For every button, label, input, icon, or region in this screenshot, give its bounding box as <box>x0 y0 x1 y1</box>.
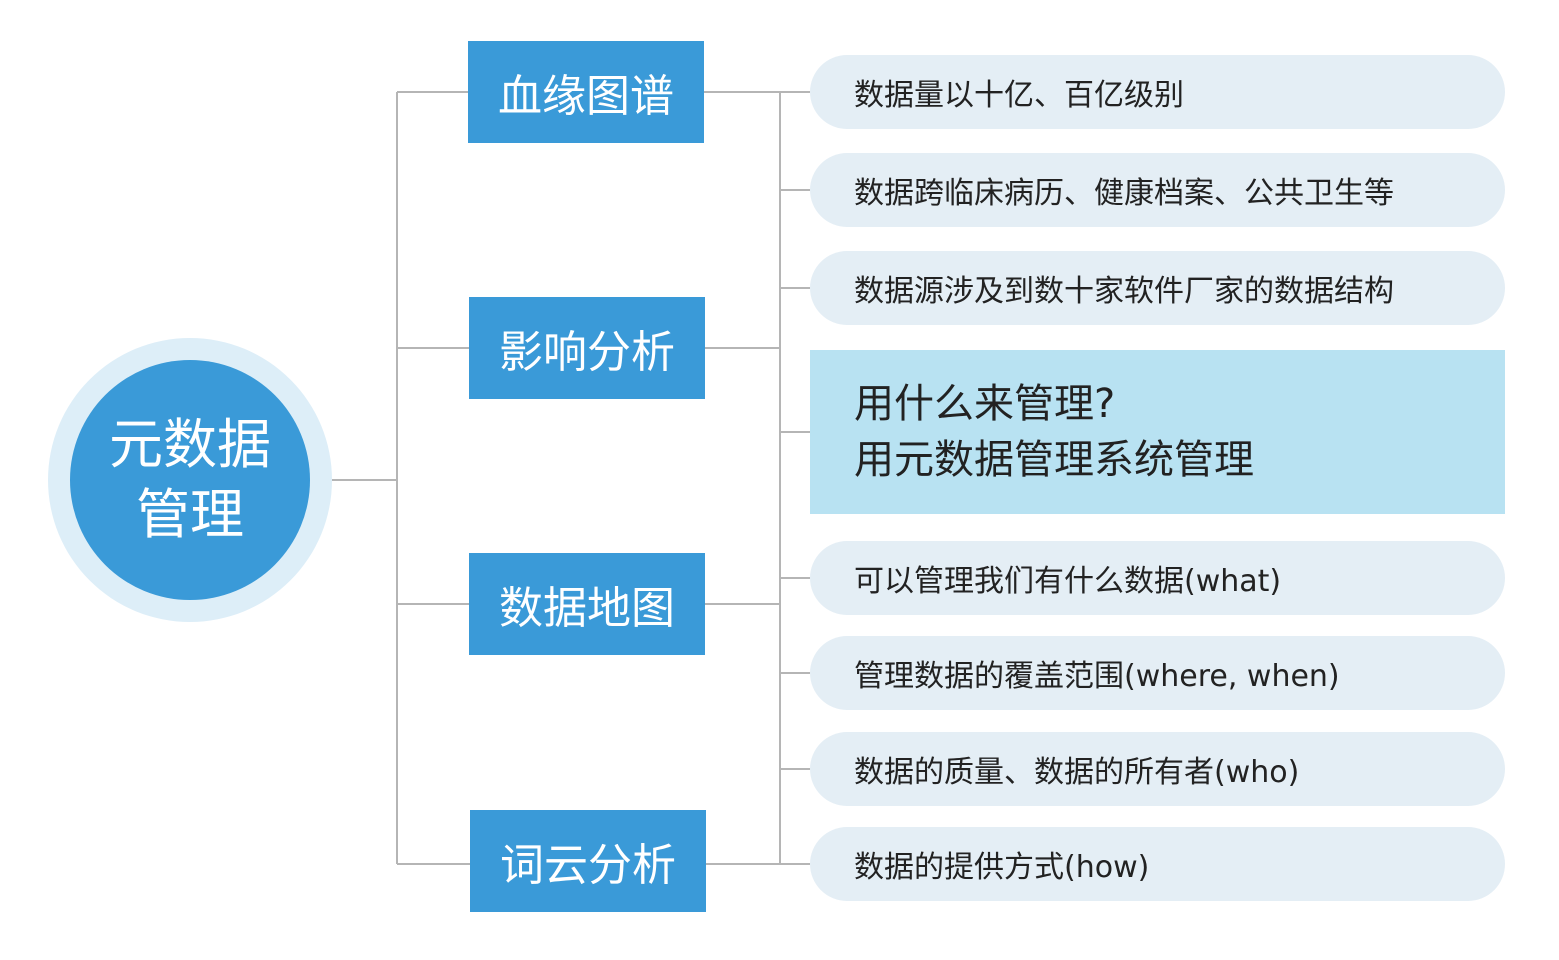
leaf-vendor-structures: 数据源涉及到数十家软件厂家的数据结构 <box>810 251 1505 325</box>
leaf-text: 管理数据的覆盖范围(where, when) <box>854 659 1340 694</box>
root-label-line2: 管理 <box>136 483 244 546</box>
leaf-text: 数据的质量、数据的所有者(who) <box>854 755 1300 790</box>
highlight-line1: 用什么来管理? <box>854 381 1116 427</box>
branch-label: 影响分析 <box>499 327 675 378</box>
root-node: 元数据 管理 <box>70 360 310 600</box>
root-label-line1: 元数据 <box>109 413 271 476</box>
leaf-text: 数据的提供方式(how) <box>854 850 1150 885</box>
leaf-data-volume: 数据量以十亿、百亿级别 <box>810 55 1505 129</box>
branch-impact-analysis: 影响分析 <box>469 297 705 399</box>
leaf-text: 数据量以十亿、百亿级别 <box>854 78 1184 113</box>
leaf-text: 数据源涉及到数十家软件厂家的数据结构 <box>854 274 1394 309</box>
highlight-line2: 用元数据管理系统管理 <box>854 437 1254 483</box>
branch-lineage-graph: 血缘图谱 <box>468 41 704 143</box>
leaf-what: 可以管理我们有什么数据(what) <box>810 541 1505 615</box>
branch-label: 血缘图谱 <box>498 71 674 122</box>
branch-label: 词云分析 <box>500 840 676 891</box>
leaf-data-sources-domains: 数据跨临床病历、健康档案、公共卫生等 <box>810 153 1505 227</box>
leaf-text: 可以管理我们有什么数据(what) <box>854 564 1282 599</box>
leaf-who: 数据的质量、数据的所有者(who) <box>810 732 1505 806</box>
branch-data-map: 数据地图 <box>469 553 705 655</box>
branch-label: 数据地图 <box>499 583 675 634</box>
branch-word-cloud-analysis: 词云分析 <box>470 810 706 912</box>
highlight-callout: 用什么来管理? 用元数据管理系统管理 <box>810 350 1505 514</box>
leaf-where-when: 管理数据的覆盖范围(where, when) <box>810 636 1505 710</box>
leaf-text: 数据跨临床病历、健康档案、公共卫生等 <box>854 176 1394 211</box>
leaf-how: 数据的提供方式(how) <box>810 827 1505 901</box>
